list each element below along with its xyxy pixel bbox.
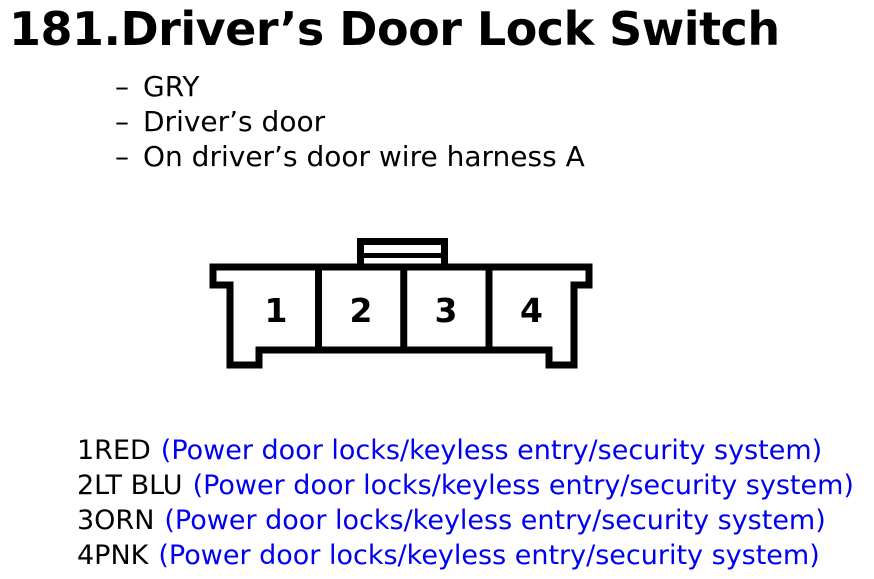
pin-circuit-link-2[interactable]: (Power door locks/keyless entry/security… [192,470,854,501]
pin-label-3: 3ORN [77,505,155,536]
pin-assignment-list: 1RED (Power door locks/keyless entry/sec… [77,433,854,573]
pin-row-3: 3ORN (Power door locks/keyless entry/sec… [77,503,854,538]
note-dash: – [115,140,129,173]
pin-label-2: 2LT BLU [77,470,183,501]
connector-diagram: 1 2 3 4 [209,238,593,369]
connector-pin-dividers [315,267,493,350]
pin-row-1: 1RED (Power door locks/keyless entry/sec… [77,433,854,468]
pin-row-4: 4PNK (Power door locks/keyless entry/sec… [77,538,854,573]
pin-circuit-link-1[interactable]: (Power door locks/keyless entry/security… [160,435,823,466]
pin-number-cell-2: 2 [350,291,373,330]
pin-row-2: 2LT BLU (Power door locks/keyless entry/… [77,468,854,503]
pin-circuit-link-3[interactable]: (Power door locks/keyless entry/security… [164,505,826,536]
note-dash: – [115,105,129,138]
connector-body-outline [209,263,593,369]
note-line-color: – GRY [115,69,585,104]
note-text-location: Driver’s door [143,105,326,138]
note-text-harness: On driver’s door wire harness A [143,140,585,173]
note-line-harness: – On driver’s door wire harness A [115,139,585,174]
pin-label-4: 4PNK [77,540,149,571]
pin-number-cell-1: 1 [265,291,288,330]
note-dash: – [115,70,129,103]
note-text-connector-color: GRY [143,70,200,103]
page-title: 181.Driver’s Door Lock Switch [9,2,780,56]
connector-notes: – GRY – Driver’s door – On driver’s door… [115,69,585,174]
pin-circuit-link-4[interactable]: (Power door locks/keyless entry/security… [158,540,820,571]
pin-number-cell-4: 4 [520,291,543,330]
pin-label-1: 1RED [77,435,151,466]
pin-number-cell-3: 3 [435,291,458,330]
note-line-location: – Driver’s door [115,104,585,139]
